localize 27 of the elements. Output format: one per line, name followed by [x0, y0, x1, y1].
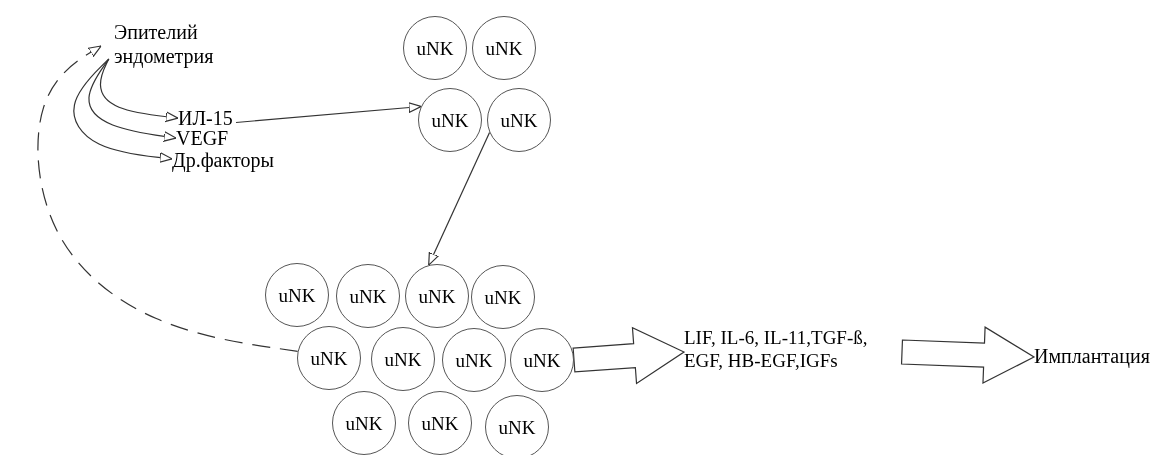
cell-label: uNK [455, 350, 493, 370]
node-label: Др.факторы [172, 148, 275, 172]
node-label: Имплантация [1034, 344, 1151, 368]
cell-label: uNK [310, 348, 348, 368]
cell-label: uNK [500, 110, 538, 130]
cell-label: uNK [345, 413, 383, 433]
cell-label: uNK [278, 285, 316, 305]
cell-label: uNK [523, 350, 561, 370]
dashed-arrow [37, 45, 299, 352]
arrow [88, 58, 177, 142]
node-label: Эпителий эндометрия [114, 20, 215, 68]
arrow [73, 58, 173, 163]
cell-label: uNK [498, 417, 536, 437]
cell-label: uNK [416, 38, 454, 58]
block-arrow [572, 326, 686, 385]
cell-label: uNK [418, 286, 456, 306]
cell-label: uNK [485, 38, 523, 58]
cell-label: uNK [421, 413, 459, 433]
arrow [99, 58, 179, 123]
node-label: LIF, IL-6, IL-11,TGF-ß, EGF, HB-EGF,IGFs [684, 327, 869, 373]
cell-label: uNK [349, 286, 387, 306]
cell-label: uNK [484, 287, 522, 307]
cell-label: uNK [431, 110, 469, 130]
arrow [235, 102, 422, 124]
block-arrow [900, 326, 1036, 385]
arrow [428, 131, 491, 266]
cell-label: uNK [384, 349, 422, 369]
